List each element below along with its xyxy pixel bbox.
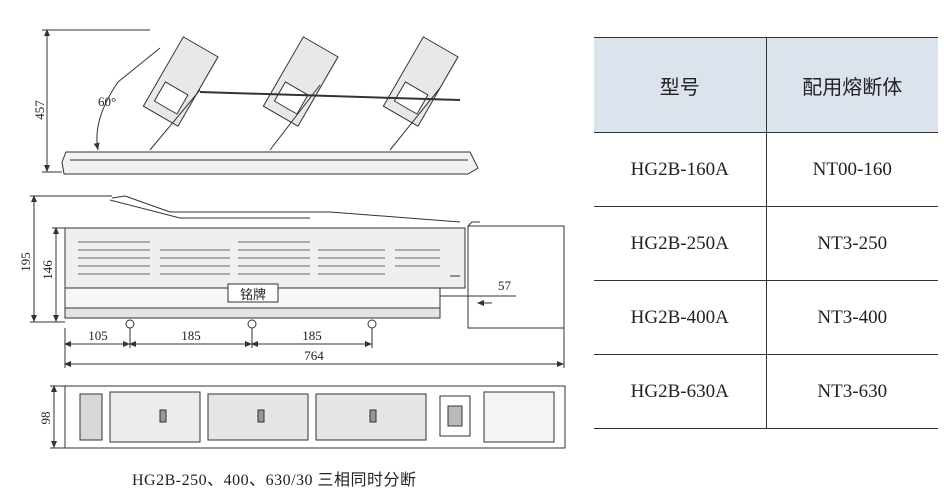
side-view (30, 195, 565, 368)
cell-model: HG2B-630A (594, 354, 767, 429)
cell-fuse: NT3-250 (766, 206, 938, 281)
cell-model: HG2B-400A (594, 280, 767, 355)
table-row: HG2B-250A NT3-250 (594, 206, 938, 281)
plan-view (50, 385, 566, 449)
dim-98: 98 (38, 412, 53, 425)
cell-fuse: NT3-630 (766, 354, 938, 429)
dim-146: 146 (40, 260, 55, 280)
dim-457: 457 (32, 100, 47, 120)
header-model: 型号 (594, 37, 767, 133)
cell-model: HG2B-250A (594, 206, 767, 281)
cell-fuse: NT00-160 (766, 132, 938, 207)
dim-764: 764 (304, 348, 324, 363)
spec-table: 型号 配用熔断体 HG2B-160A NT00-160 HG2B-250A NT… (594, 37, 938, 429)
table-row: HG2B-160A NT00-160 (594, 132, 938, 207)
dim-195: 195 (18, 252, 33, 272)
table-header-row: 型号 配用熔断体 (594, 37, 938, 133)
dim-angle-60: 60° (98, 94, 116, 109)
dim-57: 57 (498, 278, 512, 293)
table-row: HG2B-400A NT3-400 (594, 280, 938, 355)
figure-caption: HG2B-250、400、630/30 三相同时分断 (132, 472, 417, 489)
open-view (42, 29, 479, 175)
switch-drawing: 457 60° (18, 29, 566, 449)
dim-185-b: 185 (302, 328, 322, 343)
cell-model: HG2B-160A (594, 132, 767, 207)
nameplate-label: 铭牌 (240, 287, 266, 302)
dim-105: 105 (88, 328, 108, 343)
table-row: HG2B-630A NT3-630 (594, 354, 938, 429)
header-fuse: 配用熔断体 (766, 37, 938, 133)
cell-fuse: NT3-400 (766, 280, 938, 355)
dim-185-a: 185 (181, 328, 201, 343)
